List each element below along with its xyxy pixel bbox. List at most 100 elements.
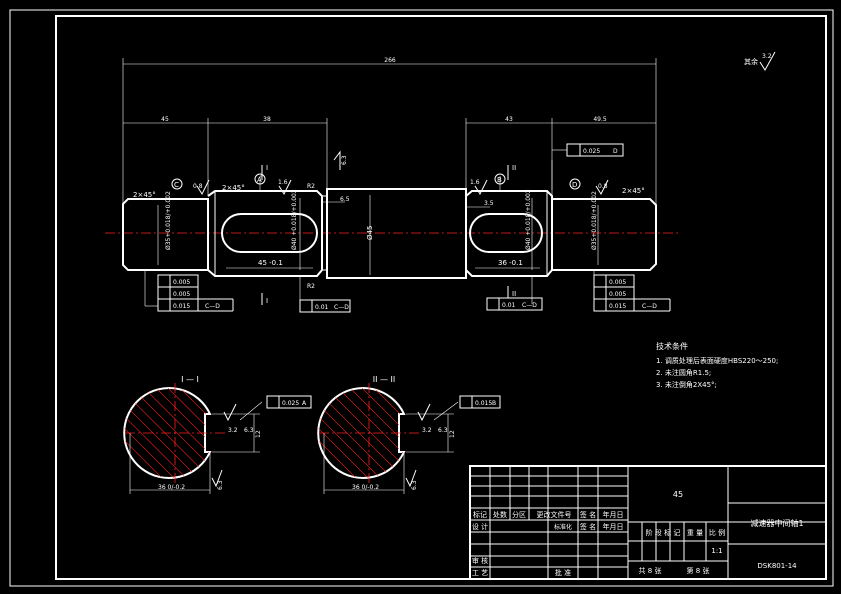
datum-a: A	[257, 176, 262, 184]
dim-seg3: 43	[505, 116, 513, 123]
rough-rest-val: 3.2	[762, 53, 772, 60]
sec1-r1: 3.2	[228, 427, 238, 434]
tol-mid-right: 0.01	[502, 302, 516, 309]
datum-b: B	[497, 176, 502, 184]
dim-overall: 266	[384, 57, 396, 64]
tb-h-zone: 分区	[512, 510, 526, 519]
cut-ii-top: II	[512, 164, 516, 172]
dimension-texts: 266 45 38 43 49.5 6.5 3.5 Ø45 Ø35+0.018/…	[133, 57, 645, 290]
tol-right-3-ref: C—D	[642, 303, 657, 310]
tech-requirements: 技术条件 1. 调质处理后表面硬度HBS220～250; 2. 未注圆角R1.5…	[656, 341, 778, 389]
roughness-symbols	[196, 51, 776, 196]
section-ii	[317, 383, 459, 494]
tb-h-date: 年月日	[603, 510, 624, 519]
rough-a: 1.6	[278, 179, 288, 186]
dim-seg2: 38	[263, 116, 271, 123]
cut-markers	[261, 165, 509, 305]
dim-right-journal: Ø35+0.018/+0.002	[591, 191, 598, 250]
sec2-width: 36 0/-0.2	[352, 484, 379, 491]
sec2-r2: 6.3	[438, 427, 448, 434]
dim-mid-dia: Ø45	[366, 226, 374, 240]
dim-right-keyseat: Ø40 +0.018/+0.002	[525, 189, 532, 250]
left-keyway	[221, 213, 318, 253]
dim-r1: R2	[307, 183, 315, 190]
dim-left-keyseat: Ø40 +0.018/+0.002	[291, 189, 298, 250]
dim-left-key-len: 45 -0.1	[258, 259, 283, 267]
datum-d: D	[572, 181, 577, 189]
tb-h-sign: 签 名	[580, 510, 596, 519]
dim-chamfer-left: 2×45°	[133, 191, 156, 199]
cut-i-top: I	[266, 164, 268, 172]
tol-sec2-ref: B	[492, 400, 496, 407]
section-i	[123, 383, 263, 494]
tb-h-count: 处数	[493, 510, 507, 519]
tol-perp-top-ref: D	[613, 148, 618, 155]
rough-shoulder: 6.3	[341, 155, 348, 165]
tol-left-2: 0.005	[173, 291, 190, 298]
tech-line3: 3. 未注倒角2X45°;	[656, 380, 717, 389]
sec1-r2: 6.3	[244, 427, 254, 434]
section-texts: I — I II — II I I II II 36 0/-0.2 36 0/-…	[158, 164, 516, 491]
tb-h-mark: 标记	[473, 510, 487, 519]
tb-h-stage: 阶 段 标 记	[646, 528, 681, 537]
tb-h-date2: 年月日	[603, 522, 624, 531]
tol-mid-left: 0.01	[315, 304, 329, 311]
tol-sec1-ref: A	[302, 400, 307, 407]
rough-b: 1.6	[470, 179, 480, 186]
rough-rest-label: 其余	[744, 57, 758, 66]
sec1-bottom-r: 6.3	[217, 480, 224, 490]
roughness-texts: 其余 3.2 0.8 1.6 1.6 0.8 6.3	[193, 53, 772, 190]
tol-perp-top: 0.025	[583, 148, 600, 155]
tol-mid-left-ref: C—D	[334, 304, 349, 311]
section-label-1: I — I	[181, 375, 199, 384]
rough-c: 0.8	[193, 183, 203, 190]
tol-right-2: 0.005	[609, 291, 626, 298]
tolerance-frames	[157, 143, 671, 409]
tb-h-std: 标准化	[554, 523, 572, 531]
sec1-key: 12	[255, 430, 262, 438]
sec2-key: 12	[449, 430, 456, 438]
tb-h-sheet: 第 8 张	[687, 566, 710, 575]
datum-texts: C A B D	[174, 176, 577, 189]
tol-sec2: 0.015	[475, 400, 492, 407]
tol-right-1: 0.005	[609, 279, 626, 286]
tb-drawing-no: DSK801-14	[757, 562, 797, 570]
left-key-shoulder	[207, 190, 323, 277]
tol-left-3-ref: C—D	[205, 303, 220, 310]
right-keyway	[469, 213, 543, 253]
right-key-shoulder	[465, 190, 553, 277]
tol-left-1: 0.005	[173, 279, 190, 286]
sec1-width: 36 0/-0.2	[158, 484, 185, 491]
datum-markers	[171, 173, 581, 190]
sec2-r1: 3.2	[422, 427, 432, 434]
tb-h-scale: 比 例	[709, 528, 725, 537]
dim-step1: 6.5	[340, 196, 350, 203]
cut-ii-bottom: II	[512, 290, 516, 298]
tb-h-total: 共 8 张	[639, 566, 662, 575]
tech-line1: 1. 调质处理后表面硬度HBS220～250;	[656, 356, 778, 365]
inner-border	[55, 15, 827, 580]
datum-c: C	[174, 181, 179, 189]
tb-h-process: 工 艺	[472, 569, 488, 577]
tb-h-doc: 更改文件号	[537, 510, 572, 519]
tol-sec1: 0.025	[282, 400, 299, 407]
title-block-lines	[469, 465, 827, 580]
tol-mid-right-ref: C—D	[522, 302, 537, 309]
middle-collar	[326, 188, 467, 279]
outer-border	[9, 9, 834, 587]
tb-part-name: 减速器中间轴1	[750, 518, 803, 528]
dim-seg1: 45	[161, 116, 169, 123]
dim-chamfer-right: 2×45°	[622, 187, 645, 195]
section-label-2: II — II	[373, 375, 396, 384]
dimension-lines	[122, 58, 657, 275]
dim-left-journal: Ø35+0.018/+0.002	[165, 191, 172, 250]
tb-h-approve: 批 准	[555, 568, 571, 577]
tolerance-texts: 0.025 D 0.005 0.005 0.015 C—D 0.01 C—D 0…	[173, 148, 657, 407]
dim-seg4: 49.5	[593, 116, 607, 123]
dim-chamfer-mid: 2×45°	[222, 184, 245, 192]
tech-title: 技术条件	[656, 341, 688, 351]
sec2-bottom-r: 6.3	[411, 480, 418, 490]
tb-h-review: 审 核	[472, 556, 488, 565]
title-block-texts: 45 减速器中间轴1 DSK801-14 1:1 标记 处数 分区 更改文件号 …	[472, 490, 804, 577]
tech-line2: 2. 未注圆角R1.5;	[656, 368, 711, 377]
